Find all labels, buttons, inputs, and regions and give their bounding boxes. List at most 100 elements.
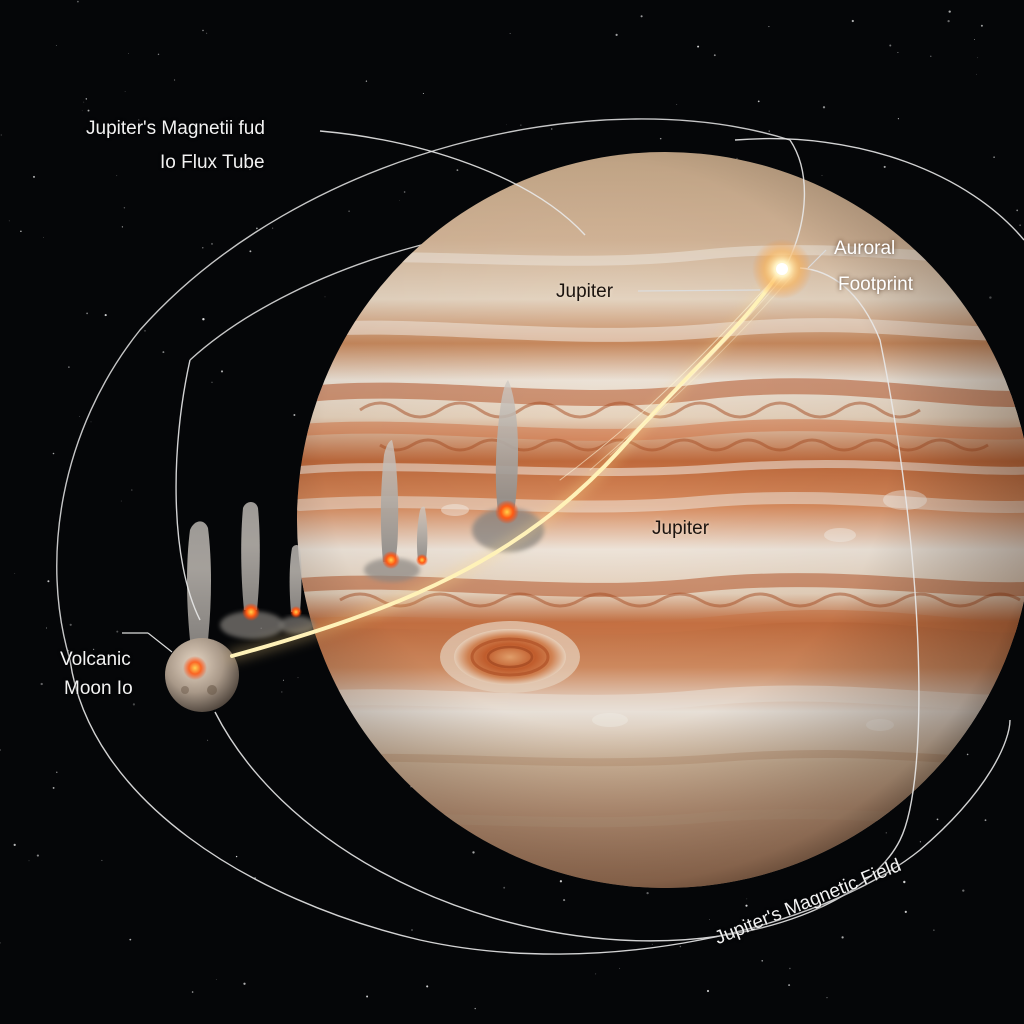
star	[128, 53, 129, 54]
star	[962, 889, 965, 892]
star	[676, 104, 678, 106]
star	[980, 24, 983, 27]
star	[889, 44, 892, 47]
star	[559, 880, 563, 883]
label-moon-io: Moon Io	[64, 678, 133, 699]
star	[282, 679, 284, 681]
plume-small	[416, 506, 428, 566]
star	[68, 366, 70, 368]
star	[20, 230, 22, 233]
star	[933, 929, 935, 931]
star	[123, 207, 126, 209]
volcanic-plumes-jupiter	[364, 380, 544, 582]
star	[736, 157, 738, 159]
star	[813, 898, 815, 899]
star	[745, 904, 748, 907]
star	[191, 991, 194, 993]
star	[761, 959, 764, 962]
star	[821, 174, 823, 176]
star	[46, 627, 47, 629]
star	[904, 910, 907, 914]
star	[966, 753, 969, 756]
star	[348, 210, 350, 213]
label-leader-lines	[122, 249, 827, 653]
star	[13, 843, 16, 847]
star	[243, 982, 246, 985]
star	[81, 110, 83, 112]
star	[366, 995, 369, 998]
star	[948, 10, 951, 13]
star	[33, 175, 35, 178]
star	[272, 227, 274, 229]
star	[679, 945, 682, 948]
star	[90, 421, 92, 423]
star	[162, 351, 165, 354]
star	[116, 175, 118, 177]
star	[713, 54, 716, 57]
star	[55, 45, 57, 46]
label-volcanic: Volcanic	[60, 649, 131, 670]
star	[503, 886, 506, 889]
star	[202, 29, 204, 32]
star	[897, 51, 899, 54]
star	[43, 236, 45, 238]
star	[505, 124, 507, 126]
star	[706, 989, 710, 993]
star	[293, 414, 296, 416]
star	[930, 55, 932, 57]
star	[472, 851, 475, 854]
star	[563, 899, 566, 902]
star	[422, 92, 424, 95]
star	[132, 703, 135, 706]
star	[640, 15, 643, 18]
io-flux-tube	[227, 265, 793, 661]
star	[897, 118, 899, 120]
star	[129, 938, 132, 941]
star	[697, 45, 700, 48]
star	[550, 128, 553, 130]
star	[646, 891, 649, 895]
star	[509, 33, 511, 34]
star	[40, 682, 43, 686]
star	[826, 997, 828, 999]
star	[220, 370, 224, 373]
label-footprint: Footprint	[838, 274, 913, 295]
star	[56, 771, 58, 773]
star	[67, 649, 70, 652]
star	[841, 936, 844, 939]
label-magnetic-field-top: Jupiter's Magnetii fud	[86, 118, 265, 139]
star	[207, 739, 209, 741]
label-io-flux-tube: Io Flux Tube	[160, 152, 265, 173]
star	[83, 101, 85, 103]
plume-medium	[364, 440, 420, 582]
star	[52, 786, 55, 789]
star	[456, 169, 459, 172]
star	[281, 691, 283, 693]
star	[14, 573, 16, 574]
star	[410, 928, 414, 932]
star	[365, 80, 368, 82]
star	[919, 841, 922, 843]
star	[324, 296, 326, 298]
star	[215, 979, 217, 980]
star	[124, 90, 126, 92]
star	[249, 250, 252, 253]
star	[741, 919, 742, 921]
star	[936, 818, 939, 821]
star	[28, 860, 30, 862]
star	[138, 119, 140, 121]
star	[822, 106, 826, 109]
star	[403, 191, 406, 193]
star	[768, 26, 770, 28]
star	[256, 227, 258, 230]
star	[297, 677, 299, 679]
star	[651, 943, 653, 945]
jupiter-planet	[297, 152, 1024, 888]
io-moon	[165, 638, 239, 712]
star	[768, 130, 770, 132]
star	[104, 314, 107, 317]
star	[709, 918, 710, 920]
star	[788, 984, 791, 987]
star	[87, 109, 90, 112]
star	[659, 137, 662, 140]
